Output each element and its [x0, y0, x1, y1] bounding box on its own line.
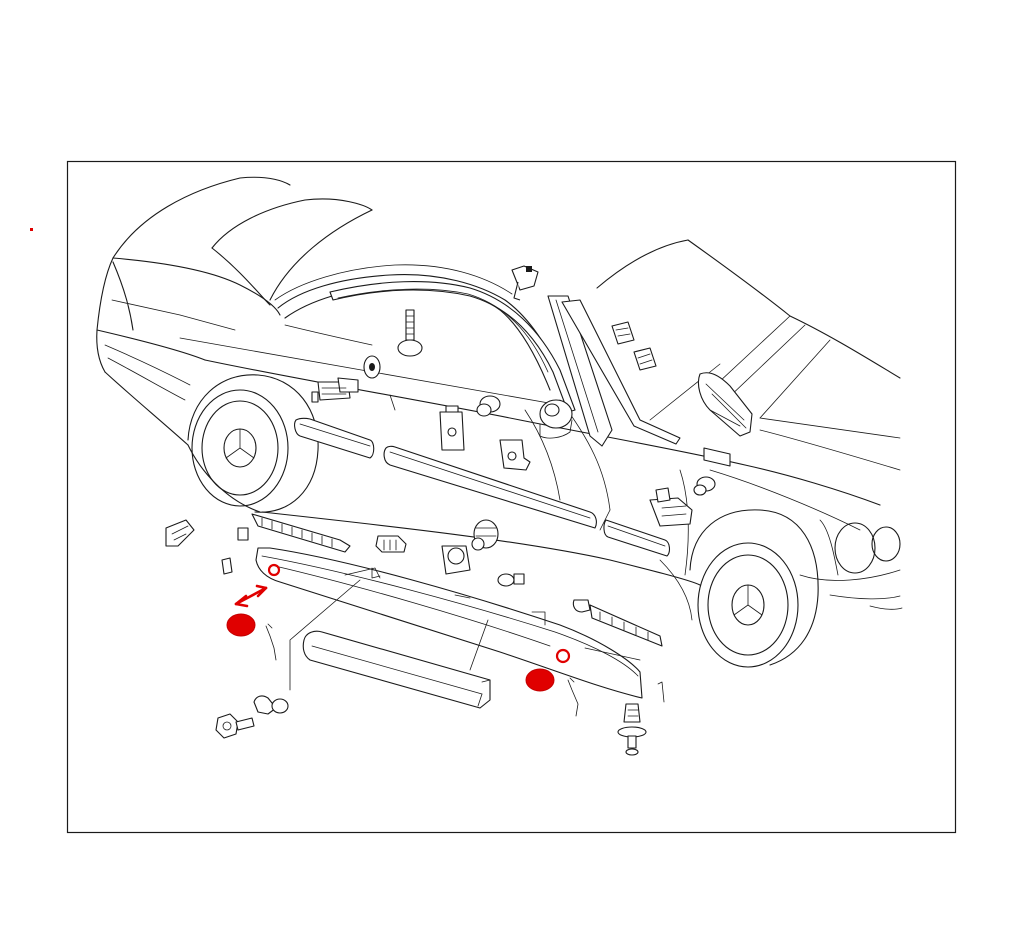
bolt-front-part: [617, 703, 647, 756]
front-moulding: [603, 519, 670, 557]
highlight-fill-left: [226, 613, 256, 637]
highlight-ring-left: [267, 563, 281, 577]
hinge-cover-part: [697, 372, 753, 437]
red-annotations: [226, 563, 571, 692]
fender-clip-part: [649, 487, 693, 527]
door-moulding-long: [383, 445, 597, 529]
leader-line-2: [469, 619, 489, 671]
screw-part-mid: [497, 573, 525, 587]
highlight-ring-right: [555, 648, 571, 664]
diagram-frame: [66, 160, 957, 834]
pillar-clip-part-2: [633, 347, 657, 371]
rear-door-moulding: [294, 417, 375, 459]
front-end-clip: [657, 681, 665, 703]
stray-red-dot: [30, 228, 33, 231]
double-arrow: [234, 584, 268, 608]
stud-part: [397, 309, 423, 357]
front-wheel: [689, 509, 819, 668]
front-trim-strip: [572, 599, 663, 647]
plug-part: [471, 519, 499, 551]
fender-grommet-part: [693, 476, 716, 496]
rear-bracket-part: [165, 519, 195, 547]
small-clip-left: [221, 557, 233, 575]
rivet-part: [363, 355, 381, 379]
clip-part-1: [311, 377, 359, 403]
pillar-clip-part: [611, 321, 635, 345]
small-plate-part: [703, 447, 731, 467]
leader-line-1: [289, 579, 361, 691]
mirror-base-part: [539, 399, 573, 439]
car-body-outline: [96, 176, 903, 621]
plate-clip-part: [439, 405, 465, 451]
upper-trim-strip: [251, 513, 351, 553]
bracket-part: [499, 439, 531, 471]
bolt-left-part: [215, 713, 255, 739]
top-fastener-part: [511, 265, 539, 301]
wire-clip-left: [265, 623, 277, 661]
wire-clip-right: [567, 677, 579, 717]
small-tab-part: [237, 527, 249, 541]
rocker-panel-reinforcement: [302, 630, 491, 709]
highlight-fill-right: [525, 668, 555, 692]
nut-left-part: [253, 695, 289, 715]
grommet-part: [476, 395, 501, 417]
rear-wheel: [187, 374, 319, 513]
rocker-panel-cover: [255, 547, 643, 699]
connector-part: [375, 535, 407, 553]
socket-part: [441, 545, 471, 575]
